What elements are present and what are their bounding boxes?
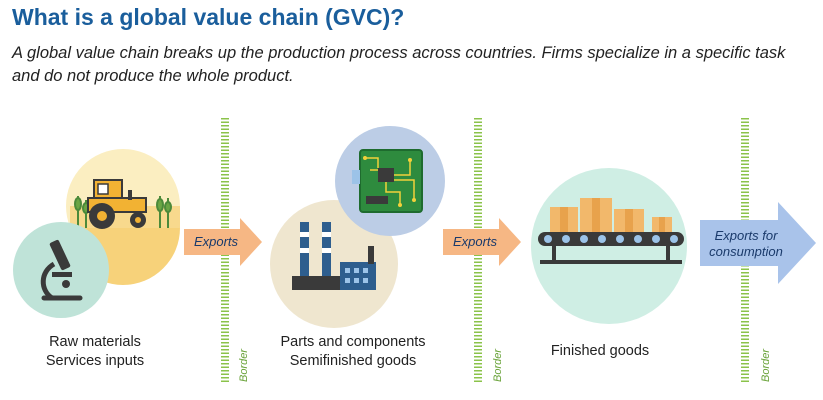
finished-goods-label: Finished goods bbox=[550, 343, 650, 359]
border-label-1: Border bbox=[238, 348, 250, 382]
exports-for-consumption-arrow bbox=[700, 202, 816, 284]
parts-line2: Semifinished goods bbox=[289, 353, 417, 369]
exports-arrow-1 bbox=[184, 218, 262, 266]
exports-final-line2: consumption bbox=[709, 244, 783, 259]
parts-line1: Parts and components bbox=[280, 334, 426, 350]
border-label-3: Border bbox=[760, 348, 772, 382]
exports-final-line1: Exports for bbox=[714, 228, 778, 243]
exports-arrow-2 bbox=[443, 218, 521, 266]
microscope-icon bbox=[13, 222, 109, 318]
raw-line1: Raw materials bbox=[49, 334, 141, 350]
conveyor-belt-icon bbox=[531, 168, 687, 324]
border-label-2: Border bbox=[492, 348, 504, 382]
raw-line2: Services inputs bbox=[45, 353, 145, 369]
exports-for-consumption-label: Exports for consumption bbox=[700, 228, 792, 260]
circuit-board-icon bbox=[335, 126, 445, 236]
exports-label-2: Exports bbox=[452, 234, 498, 249]
page-title: What is a global value chain (GVC)? bbox=[12, 4, 405, 30]
exports-label-1: Exports bbox=[193, 234, 239, 249]
page-subtitle: A global value chain breaks up the produ… bbox=[12, 44, 786, 85]
factory-icon bbox=[270, 200, 398, 328]
parts-label: Parts and components Semifinished goods bbox=[258, 333, 448, 371]
raw-materials-label: Raw materials Services inputs bbox=[20, 333, 170, 371]
